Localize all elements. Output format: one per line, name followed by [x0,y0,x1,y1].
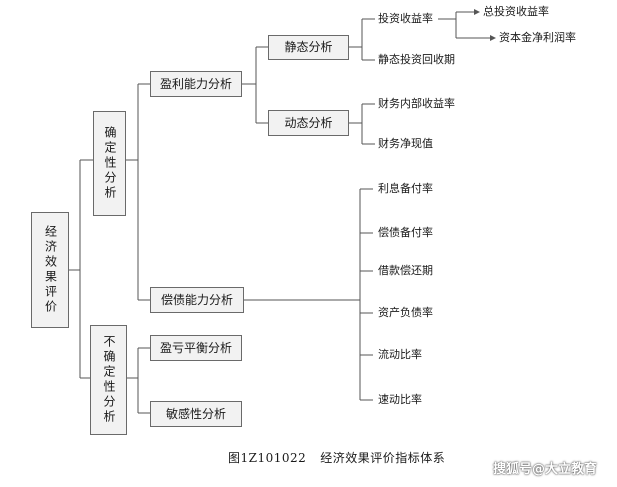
leaf-asset-liability-ratio: 资产负债率 [378,306,433,319]
certainty-analysis-label: 确定性分析 [103,126,117,201]
node-sensitivity-analysis: 敏感性分析 [150,401,242,427]
leaf-financial-npv: 财务净现值 [378,137,433,150]
node-breakeven-analysis: 盈亏平衡分析 [150,335,242,361]
root-node-economic-evaluation: 经济效果评价 [31,212,69,328]
leaf-interest-coverage: 利息备付率 [378,182,433,195]
leaf-equity-profit-rate: 资本金净利润率 [499,31,576,44]
leaf-loan-repayment-period: 借款偿还期 [378,264,433,277]
node-dynamic-analysis: 动态分析 [268,110,349,136]
node-uncertainty-analysis: 不确定性分析 [90,325,127,435]
leaf-total-roi: 总投资收益率 [483,5,549,18]
node-profitability-analysis: 盈利能力分析 [150,71,242,97]
node-solvency-analysis: 偿债能力分析 [150,287,244,313]
leaf-return-on-investment: 投资收益率 [378,12,433,25]
leaf-debt-service-coverage: 偿债备付率 [378,226,433,239]
node-static-analysis: 静态分析 [268,35,349,60]
figure-number: 图1Z101022 [228,451,307,465]
figure-title: 经济效果评价指标体系 [320,451,446,465]
profitability-analysis-label: 盈利能力分析 [159,76,232,91]
figure-caption: 图1Z101022 经济效果评价指标体系 [228,449,445,466]
node-certainty-analysis: 确定性分析 [93,111,126,216]
breakeven-analysis-label: 盈亏平衡分析 [159,340,232,355]
static-analysis-label: 静态分析 [284,40,333,54]
uncertainty-analysis-label: 不确定性分析 [102,335,116,425]
solvency-analysis-label: 偿债能力分析 [160,292,233,307]
watermark: 搜狐号@大立教育 [493,462,598,477]
leaf-quick-ratio: 速动比率 [378,393,422,406]
sensitivity-analysis-label: 敏感性分析 [165,406,226,421]
dynamic-analysis-label: 动态分析 [284,115,333,130]
root-node-label: 经济效果评价 [43,225,58,315]
leaf-static-payback-period: 静态投资回收期 [378,53,455,66]
leaf-current-ratio: 流动比率 [378,348,422,361]
leaf-financial-irr: 财务内部收益率 [378,97,455,110]
